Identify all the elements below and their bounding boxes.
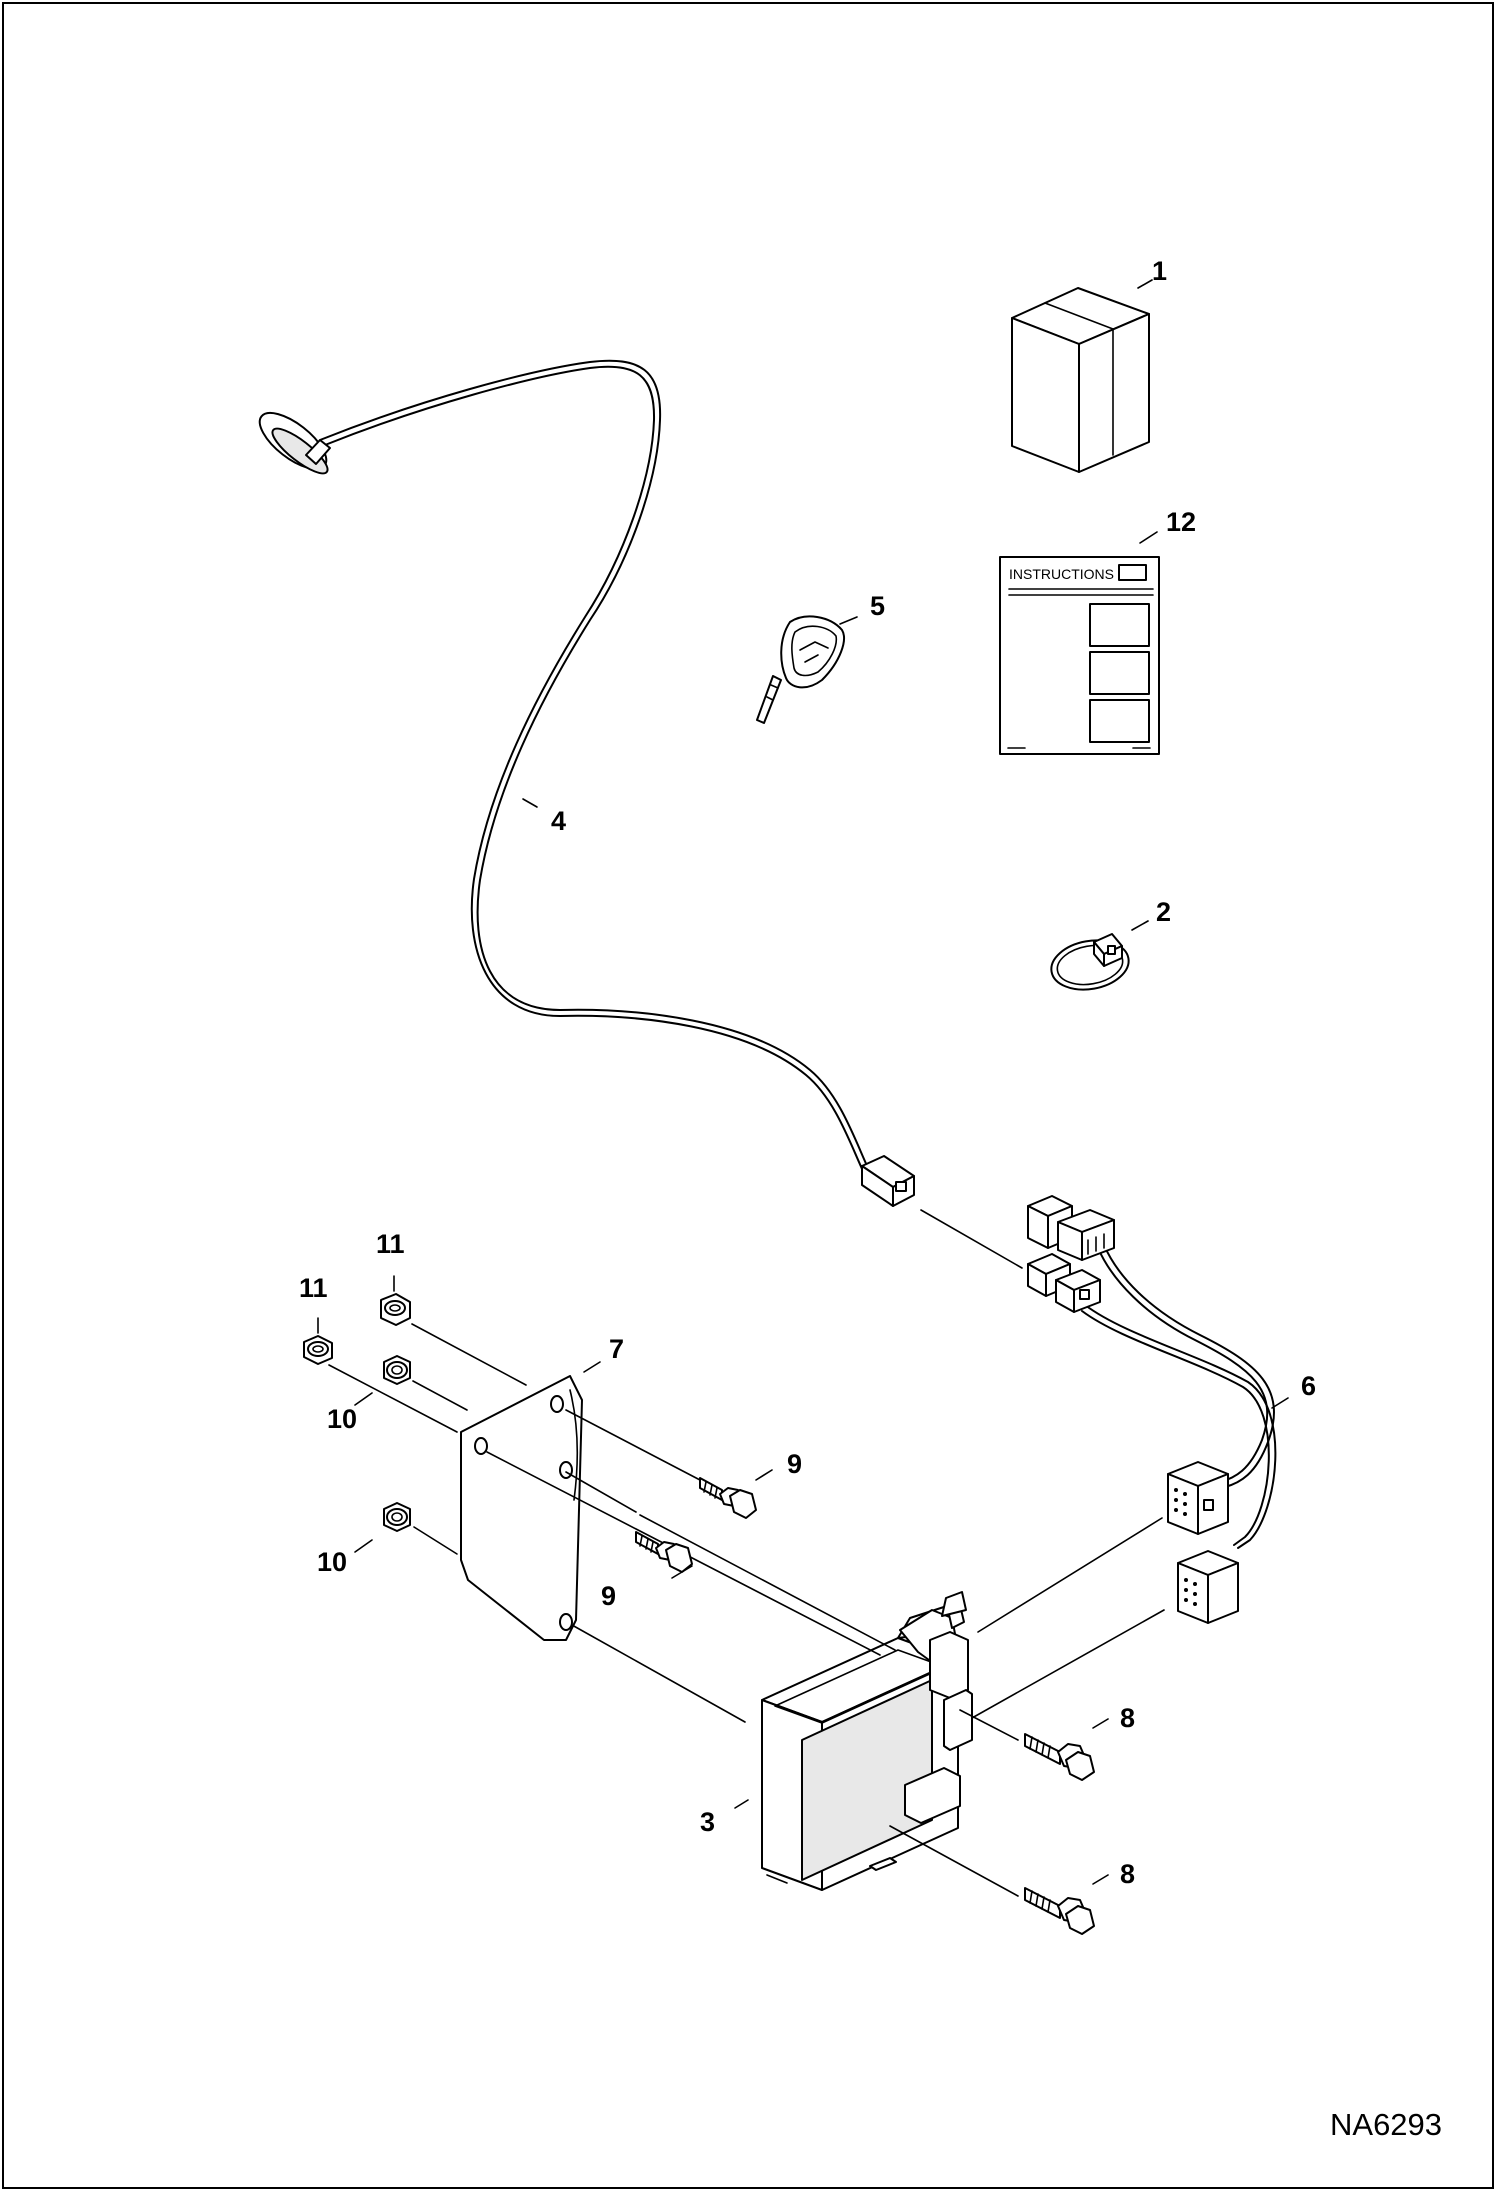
callout-9-lower: 9: [601, 1581, 616, 1611]
leader-connector-bottom: [971, 1609, 1165, 1719]
leader-8b: [1092, 1874, 1109, 1885]
leader-12: [1139, 531, 1158, 544]
part-washer-lower: [383, 1502, 411, 1532]
leader-washer10b: [413, 1526, 458, 1555]
leader-9b: [671, 1565, 693, 1579]
part-bolt-lower: [635, 1531, 693, 1573]
callout-3: 3: [700, 1807, 715, 1837]
callout-1: 1: [1152, 256, 1167, 286]
leader-8a: [1092, 1718, 1109, 1729]
leader-harness-connect: [920, 1209, 1023, 1269]
part-nut-lower: [303, 1335, 333, 1365]
drawing-code: NA6293: [1330, 2107, 1442, 2142]
callout-11-lower: 11: [299, 1273, 328, 1303]
callout-12: 12: [1166, 507, 1196, 537]
callout-2: 2: [1156, 897, 1171, 927]
part-mounting-plate: [460, 1375, 583, 1641]
part-cable-tie: [1050, 933, 1130, 991]
part-bolt-upper: [699, 1477, 757, 1519]
leader-nut11b: [328, 1364, 458, 1433]
part-instruction-sheet: INSTRUCTIONS: [999, 556, 1160, 755]
callout-5: 5: [870, 591, 885, 621]
leader-10b: [354, 1539, 373, 1553]
leader-bolt8a-to-controller: [959, 1709, 1019, 1741]
part-antenna-harness: [258, 359, 915, 1207]
part-key: [756, 615, 845, 724]
callout-8-upper: 8: [1120, 1703, 1135, 1733]
callout-10-upper: 10: [327, 1404, 357, 1434]
callout-4: 4: [551, 806, 566, 836]
leader-7: [583, 1361, 601, 1373]
part-bolt-8-upper: [1024, 1733, 1095, 1781]
part-main-harness: [1027, 1195, 1277, 1624]
part-box: [1011, 287, 1150, 473]
leader-6: [1271, 1397, 1289, 1409]
leader-2: [1131, 920, 1149, 931]
leader-nut11a: [411, 1323, 527, 1386]
callout-9-upper: 9: [787, 1449, 802, 1479]
instructions-heading: INSTRUCTIONS: [1009, 566, 1114, 582]
callout-6: 6: [1301, 1371, 1316, 1401]
leader-plate-to-controller-b: [571, 1624, 746, 1723]
part-washer-upper: [383, 1355, 411, 1385]
part-nut-upper: [380, 1293, 411, 1326]
leader-1: [1137, 279, 1153, 289]
callout-11-upper: 11: [376, 1229, 405, 1259]
callout-7: 7: [609, 1334, 624, 1364]
callout-10-lower: 10: [317, 1547, 347, 1577]
leader-9a: [755, 1469, 773, 1481]
leader-3: [734, 1799, 749, 1809]
leader-connector-top: [977, 1517, 1163, 1633]
leader-10a: [354, 1392, 373, 1406]
leader-plate-bottom: [639, 1514, 896, 1651]
callout-8-lower: 8: [1120, 1859, 1135, 1889]
leader-bolt8b-to-controller: [889, 1825, 1019, 1897]
leader-washer10a: [412, 1380, 468, 1411]
leader-plate-to-bolt9a: [565, 1409, 701, 1481]
leader-5: [839, 616, 858, 625]
part-bolt-8-lower: [1024, 1887, 1095, 1935]
part-controller: [761, 1591, 973, 1891]
leader-plate-to-bolt9b: [565, 1471, 637, 1513]
leader-4: [522, 798, 538, 808]
